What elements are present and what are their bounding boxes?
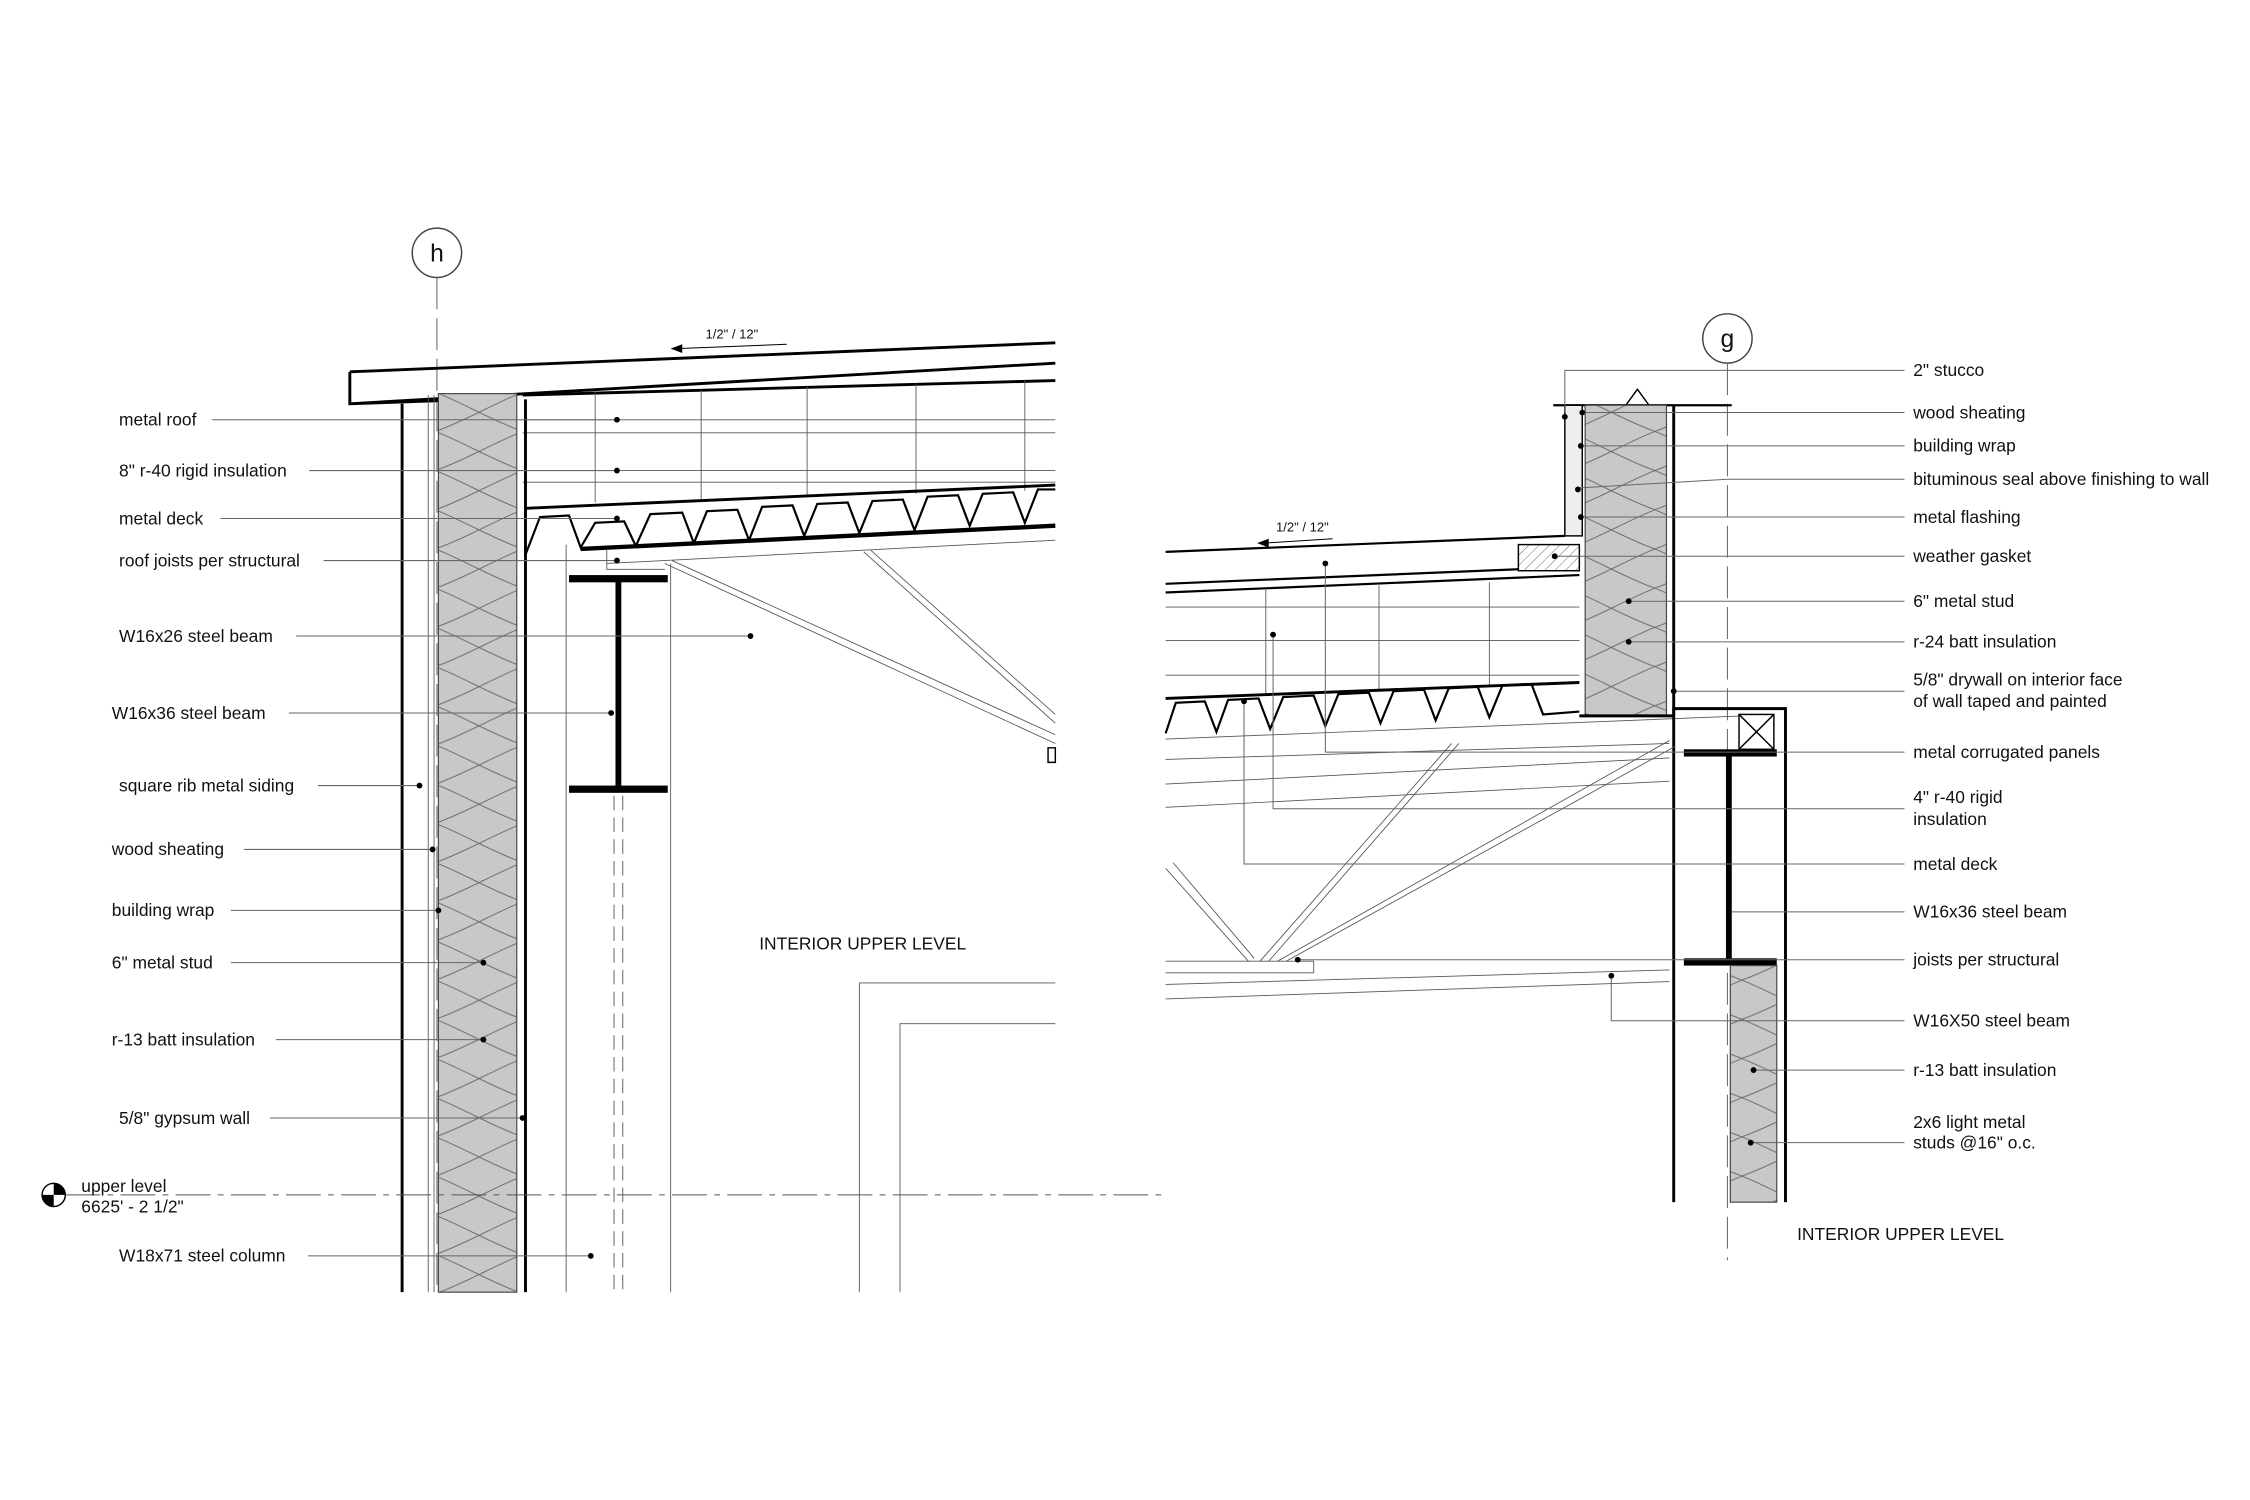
callout-label: 4" r-40 rigid (1913, 787, 2002, 807)
callout-label: r-13 batt insulation (112, 1029, 255, 1049)
left-callouts: metal roof 8" r-40 rigid insulation meta… (111, 410, 754, 1266)
steel-beam-w16x36 (569, 575, 668, 1293)
callout-label: metal flashing (1913, 507, 2020, 527)
callout-label: insulation (1913, 809, 1987, 829)
slope-arrow-icon (1257, 538, 1333, 548)
callout-label: square rib metal siding (119, 775, 294, 795)
callout-label: building wrap (112, 900, 215, 920)
callout-label: building wrap (1913, 436, 2016, 456)
callout-label: wood sheating (111, 839, 224, 859)
grid-marker-label: h (430, 241, 444, 268)
grid-marker-h: h (411, 227, 463, 1293)
slope-label: 1/2" / 12" (1276, 520, 1329, 535)
callout-label: 5/8" drywall on interior face (1913, 669, 2122, 689)
callout-label: joists per structural (1912, 950, 2059, 970)
batt-insulation (1584, 404, 1668, 717)
slope-arrow-icon (670, 343, 787, 353)
callout-label: bituminous seal above finishing to wall (1913, 469, 2209, 489)
callout-label: 6" metal stud (112, 952, 213, 972)
steel-beam-w16x36 (1683, 749, 1777, 966)
callout-label: weather gasket (1912, 546, 2031, 566)
callout-label: 2" stucco (1913, 360, 1984, 380)
slope-label: 1/2" / 12" (705, 326, 758, 341)
left-detail: h 1/2" / 12" (41, 227, 1169, 1293)
level-elevation: 6625' - 2 1/2" (81, 1196, 183, 1216)
callout-label: r-24 batt insulation (1913, 632, 2056, 652)
callout-label: W16x36 steel beam (112, 703, 266, 723)
batt-insulation (437, 393, 518, 1293)
callout-label: W16x36 steel beam (1913, 902, 2067, 922)
metal-deck (524, 488, 1056, 556)
callout-label: r-13 batt insulation (1913, 1060, 2056, 1080)
callout-label: 6" metal stud (1913, 591, 2014, 611)
callout-label: studs @16" o.c. (1913, 1132, 2036, 1152)
level-marker: upper level 6625' - 2 1/2" (41, 1176, 1169, 1216)
right-detail: g 1/2" / 12" INTERIOR UPP (1164, 313, 2209, 1261)
callout-label: 5/8" gypsum wall (119, 1108, 250, 1128)
room-label-left: INTERIOR UPPER LEVEL (759, 934, 966, 954)
grid-marker-label: g (1721, 326, 1735, 353)
metal-deck (1164, 682, 1580, 735)
right-callouts: 2" stucco wood sheating building wrap bi… (1241, 360, 2209, 1152)
callout-label: metal roof (119, 410, 197, 430)
callout-label: 2x6 light metal (1913, 1112, 2025, 1132)
callout-label: metal deck (1913, 854, 1997, 874)
callout-label: roof joists per structural (119, 550, 300, 570)
callout-label: W18x71 steel column (119, 1246, 285, 1266)
callout-label: W16X50 steel beam (1913, 1011, 2070, 1031)
callout-label: 8" r-40 rigid insulation (119, 460, 287, 480)
callout-label: wood sheating (1912, 402, 2025, 422)
level-name: upper level (81, 1176, 166, 1196)
batt-insulation (1729, 964, 1778, 1203)
callout-label: W16x26 steel beam (119, 626, 273, 646)
callout-label: metal deck (119, 508, 203, 528)
room-label-right: INTERIOR UPPER LEVEL (1797, 1224, 2004, 1244)
callout-label: metal corrugated panels (1913, 742, 2100, 762)
callout-label: of wall taped and painted (1913, 691, 2107, 711)
